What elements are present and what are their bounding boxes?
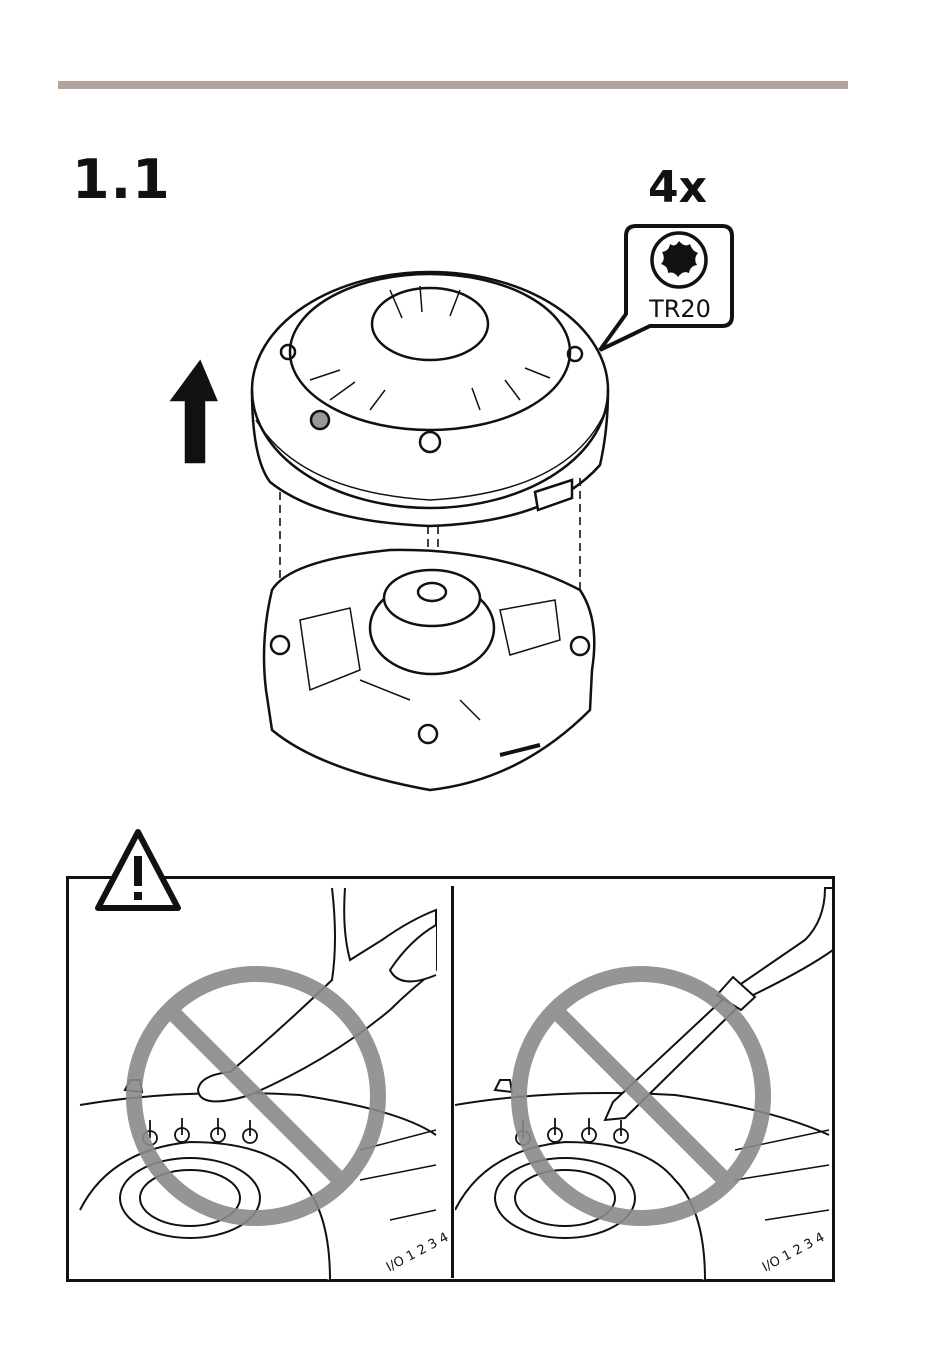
dome-cover [252,272,608,526]
do-not-touch-tool-panel [455,880,833,1280]
screw-quantity: 4x [648,162,707,213]
torx-size-label: TR20 [635,295,725,323]
do-not-touch-finger-panel [70,880,450,1280]
panel-divider [451,886,454,1278]
section-rule [58,81,848,89]
step-number: 1.1 [72,148,171,211]
camera-assembly-illustration [160,260,630,805]
torx-icon [652,233,706,287]
lift-arrow-icon [172,362,216,462]
camera-base [264,550,594,790]
connector-board [455,1080,829,1280]
